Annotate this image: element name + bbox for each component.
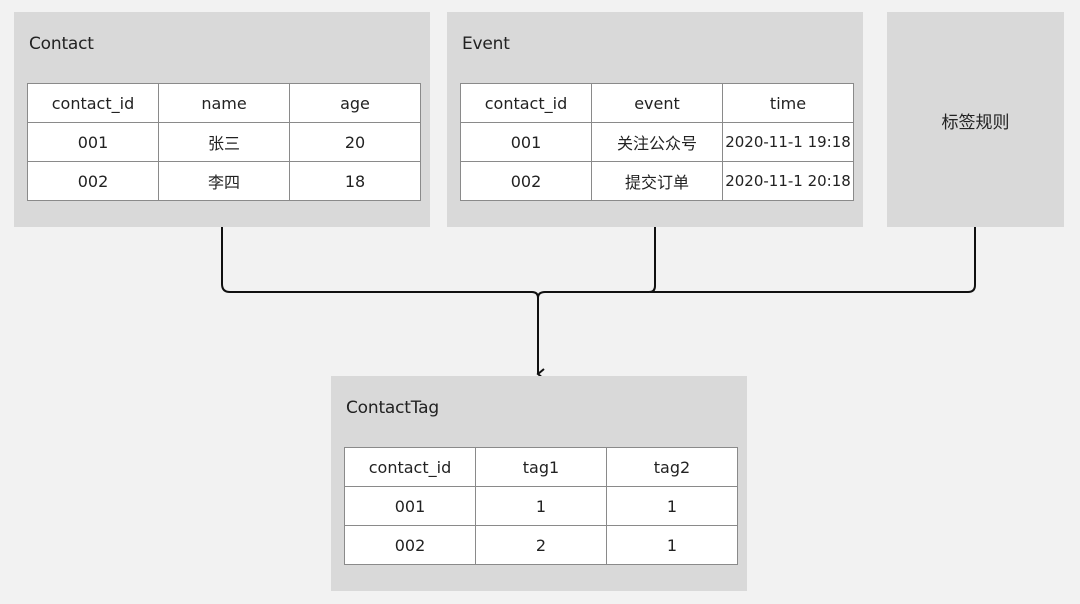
contact-table: contact_id name age 001 张三 20 002 李四 18 bbox=[27, 83, 421, 201]
table-header-row: contact_id event time bbox=[460, 83, 854, 123]
table-cell: 18 bbox=[289, 161, 421, 201]
tag-rules-label: 标签规则 bbox=[941, 113, 1010, 133]
table-cell: 李四 bbox=[158, 161, 290, 201]
header-cell: tag1 bbox=[475, 447, 607, 487]
table-cell: 2020-11-1 20:18 bbox=[722, 161, 854, 201]
table-cell: 001 bbox=[27, 122, 159, 162]
event-panel-title: Event bbox=[462, 34, 510, 54]
table-cell: 002 bbox=[460, 161, 592, 201]
table-cell: 002 bbox=[27, 161, 159, 201]
contact-panel-title: Contact bbox=[29, 34, 94, 54]
table-cell: 2020-11-1 19:18 bbox=[722, 122, 854, 162]
event-table-panel: Event contact_id event time 001 关注公众号 20… bbox=[447, 12, 863, 227]
table-cell: 2 bbox=[475, 525, 607, 565]
connector-from-event bbox=[537, 227, 656, 299]
header-cell: tag2 bbox=[606, 447, 738, 487]
connector-from-rules bbox=[650, 227, 976, 293]
table-header-row: contact_id tag1 tag2 bbox=[344, 447, 738, 487]
header-cell: event bbox=[591, 83, 723, 123]
table-cell: 关注公众号 bbox=[591, 122, 723, 162]
header-cell: time bbox=[722, 83, 854, 123]
table-cell: 20 bbox=[289, 122, 421, 162]
table-row: 002 2 1 bbox=[344, 525, 738, 565]
tag-rules-panel: 标签规则 bbox=[887, 12, 1064, 227]
header-cell: contact_id bbox=[344, 447, 476, 487]
table-row: 001 1 1 bbox=[344, 486, 738, 526]
contact-table-panel: Contact contact_id name age 001 张三 20 00… bbox=[14, 12, 430, 227]
table-cell: 001 bbox=[344, 486, 476, 526]
header-cell: contact_id bbox=[460, 83, 592, 123]
event-table: contact_id event time 001 关注公众号 2020-11-… bbox=[460, 83, 854, 201]
contacttag-table-panel: ContactTag contact_id tag1 tag2 001 1 1 … bbox=[331, 376, 747, 591]
header-cell: contact_id bbox=[27, 83, 159, 123]
header-cell: name bbox=[158, 83, 290, 123]
table-row: 002 李四 18 bbox=[27, 161, 421, 201]
table-cell: 提交订单 bbox=[591, 161, 723, 201]
table-row: 001 张三 20 bbox=[27, 122, 421, 162]
table-row: 001 关注公众号 2020-11-1 19:18 bbox=[460, 122, 854, 162]
table-cell: 1 bbox=[475, 486, 607, 526]
header-cell: age bbox=[289, 83, 421, 123]
table-row: 002 提交订单 2020-11-1 20:18 bbox=[460, 161, 854, 201]
connector-from-contact bbox=[221, 227, 539, 299]
table-cell: 002 bbox=[344, 525, 476, 565]
contacttag-panel-title: ContactTag bbox=[346, 398, 439, 418]
contacttag-table: contact_id tag1 tag2 001 1 1 002 2 1 bbox=[344, 447, 738, 565]
table-cell: 001 bbox=[460, 122, 592, 162]
table-header-row: contact_id name age bbox=[27, 83, 421, 123]
table-cell: 张三 bbox=[158, 122, 290, 162]
table-cell: 1 bbox=[606, 486, 738, 526]
table-cell: 1 bbox=[606, 525, 738, 565]
